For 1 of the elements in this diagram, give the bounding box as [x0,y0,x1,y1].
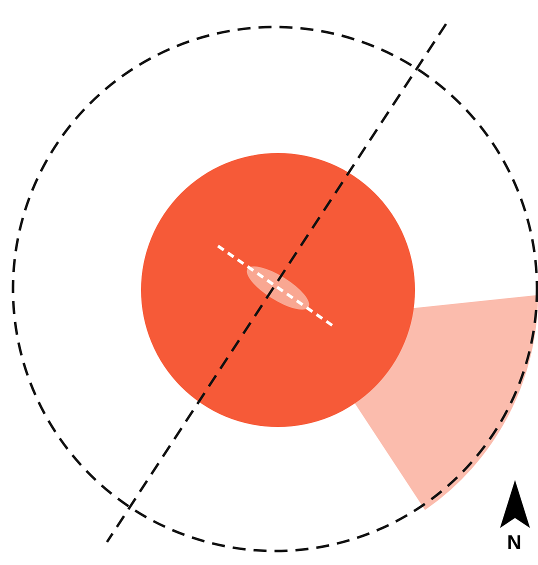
north-label: N [507,533,522,553]
